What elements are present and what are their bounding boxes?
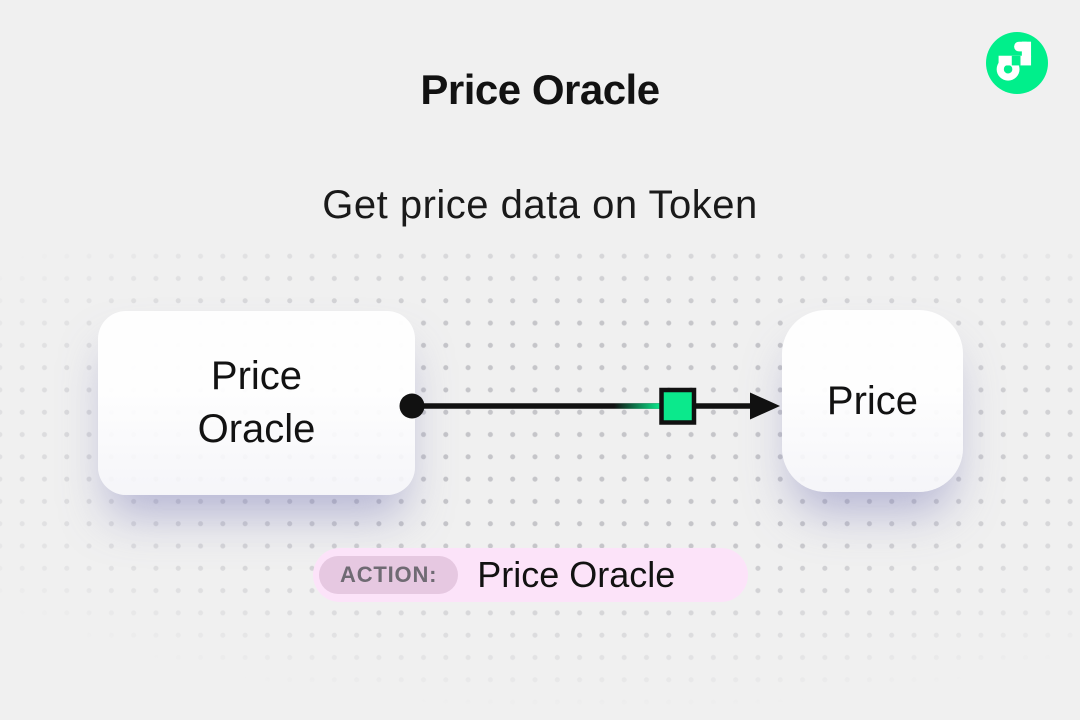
diagram-node-price: Price: [782, 310, 963, 492]
action-badge-label: ACTION:: [319, 556, 459, 594]
flow-logo-icon: [986, 32, 1048, 94]
node-label: Price: [827, 375, 918, 428]
node-label-line1: Price: [826, 378, 919, 423]
node-label: Price Oracle: [198, 350, 316, 456]
node-label-line1: Price: [210, 354, 303, 399]
action-badge-value: Price Oracle: [477, 554, 676, 595]
diagram-node-price-oracle: Price Oracle: [98, 311, 415, 495]
node-label-line2: Oracle: [197, 407, 316, 451]
action-badge: ACTION: Price Oracle: [313, 548, 748, 602]
page-subtitle: Get price data on Token: [322, 183, 758, 227]
page-title: Price Oracle: [420, 66, 660, 113]
